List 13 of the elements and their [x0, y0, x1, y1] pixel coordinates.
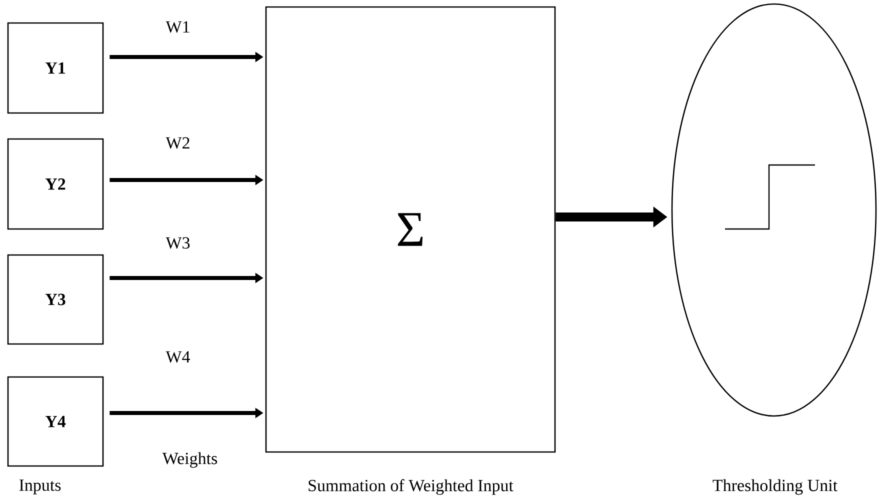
input-box: Y1 [7, 22, 104, 114]
label: Weights [162, 452, 218, 468]
edge-label: W4 [166, 351, 190, 363]
input-box: Y4 [7, 376, 104, 467]
input-box: Y3 [7, 254, 104, 345]
node-label: Summation of Weighted Input [308, 479, 514, 495]
edge-label: W2 [166, 137, 190, 149]
node-label: Thresholding Unit [712, 479, 838, 495]
input-box: Y2 [7, 138, 104, 230]
summation-box: Σ [265, 6, 556, 453]
edge-label: W1 [166, 21, 190, 33]
ellipse-shape [671, 3, 877, 417]
edge-label: W3 [166, 237, 190, 249]
